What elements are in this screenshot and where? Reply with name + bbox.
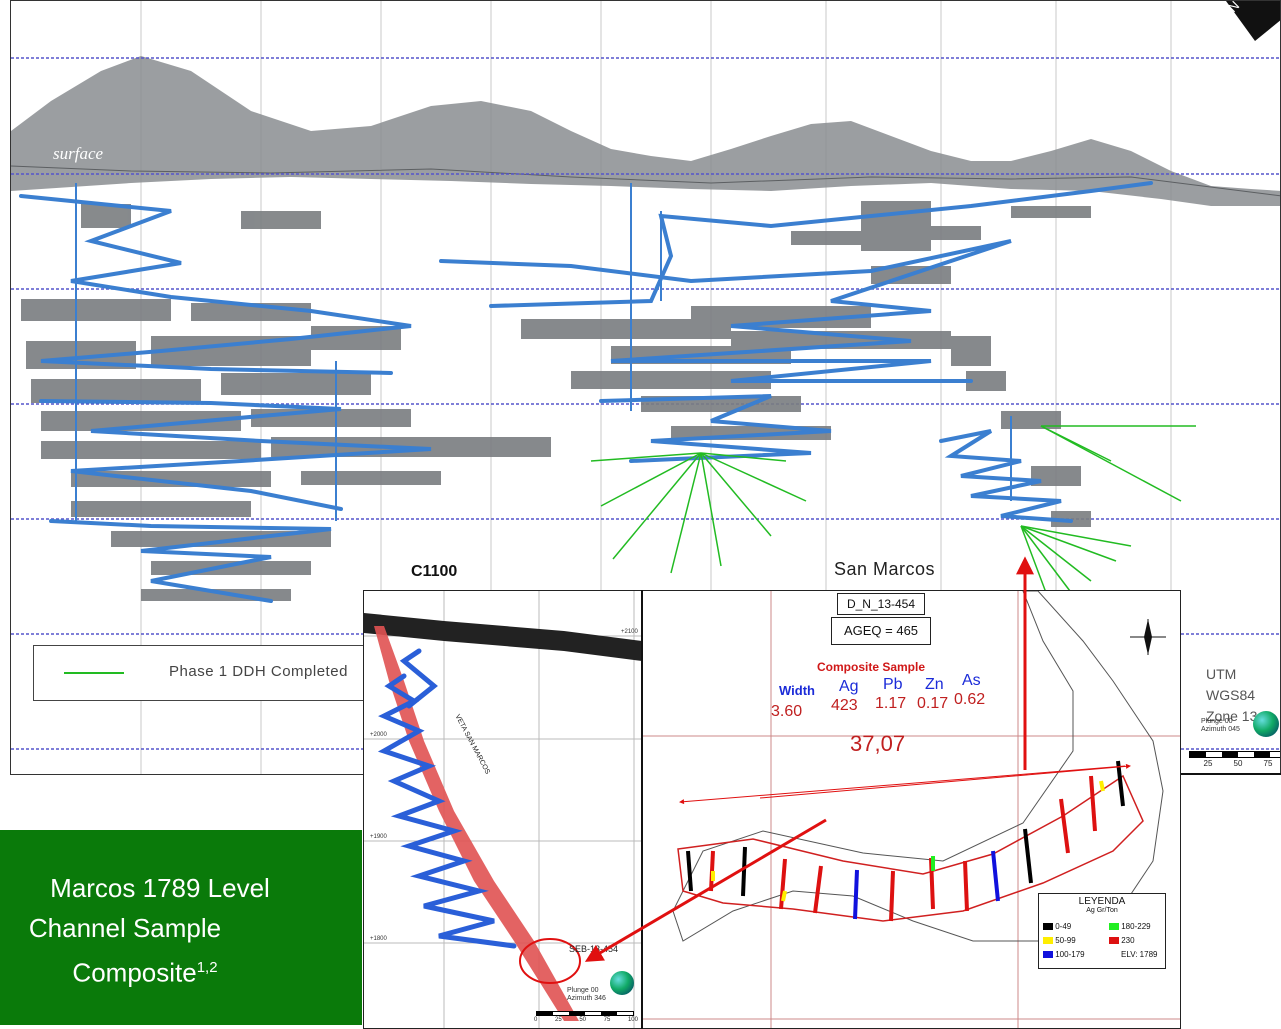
- legend-item-100-179: 100-179: [1043, 950, 1085, 959]
- header-ag: Ag: [839, 678, 859, 695]
- hole-label: SEB-13-454: [569, 944, 619, 954]
- legend-item-180-229: 180-229: [1109, 922, 1151, 931]
- main-plunge-info: Plunge 00 Azimuth 045: [1201, 718, 1240, 734]
- left-inset-drawing: [364, 591, 642, 1028]
- inset-scale-bar: [536, 1011, 634, 1016]
- value-as: 0.62: [954, 691, 986, 708]
- elev-1800: +1800: [370, 936, 387, 942]
- inset-plunge-info: Plunge 00 Azimuth 346: [567, 987, 606, 1003]
- inset-globe-icon: [610, 971, 634, 995]
- legend-elevation: ELV: 1789: [1121, 950, 1158, 959]
- caption-line-1: Marcos 1789 Level: [50, 873, 270, 903]
- main-azimuth: Azimuth 045: [1201, 726, 1240, 733]
- composite-headers: Width Ag Pb Zn As: [779, 672, 1009, 700]
- composite-title: Composite Sample: [817, 660, 926, 674]
- vertical-divider: [641, 590, 643, 1029]
- site-label: San Marcos: [834, 559, 936, 579]
- main-scale-75: 75: [1263, 759, 1273, 768]
- value-pb: 1.17: [875, 695, 907, 712]
- inset-scale-0: 0: [534, 1017, 538, 1023]
- composite-values: 3.60 423 1.17 0.17 0.62: [771, 691, 1011, 720]
- header-as: As: [962, 672, 981, 689]
- legend-title: LEYENDA: [1078, 896, 1126, 907]
- north-arrow-icon: [1226, 1, 1280, 41]
- left-inset-section: VETA SAN MARCOS SEB-13-454 +2100 +2000 +…: [363, 590, 643, 1029]
- grade-legend: LEYENDA Ag Gr/Ton 0-49 180-229 50-99 230…: [1038, 893, 1166, 969]
- main-scale-50: 50: [1233, 759, 1243, 768]
- ddh-legend-swatch: [64, 672, 124, 674]
- header-zn: Zn: [925, 676, 944, 693]
- value-width: 3.60: [771, 703, 803, 720]
- main-plunge: Plunge 00: [1201, 718, 1233, 725]
- inset-scale-50: 50: [579, 1017, 586, 1023]
- ddh-fans: [590, 425, 1196, 607]
- header-width: Width: [779, 683, 815, 698]
- surface-label: surface: [53, 144, 104, 163]
- globe-icon: [1253, 711, 1279, 737]
- elev-2000: +2000: [370, 732, 387, 738]
- inset-azimuth: Azimuth 346: [567, 995, 606, 1002]
- caption-composite: Composite: [72, 957, 197, 988]
- vertical-raises: [75, 183, 1012, 521]
- ddh-legend: Phase 1 DDH Completed: [33, 645, 375, 701]
- main-scale-bar: [1189, 751, 1280, 758]
- value-zn: 0.17: [917, 695, 949, 712]
- header-pb: Pb: [883, 676, 903, 693]
- surface-topography: [11, 56, 1280, 206]
- distance-label: 37,07: [850, 731, 906, 756]
- green-caption-box: Marcos 1789 Level Channel Sample Composi…: [0, 830, 362, 1025]
- long-section-drawing: [11, 1, 1280, 774]
- legend-item-50-99: 50-99: [1043, 936, 1076, 945]
- inset-scale-75: 75: [603, 1017, 611, 1023]
- inset-scale-100: 100: [627, 1017, 638, 1023]
- legend-subtitle: Ag Gr/Ton: [1086, 907, 1118, 914]
- elev-1900: +1900: [370, 834, 387, 840]
- ageq-box: AGEQ = 465: [831, 617, 931, 645]
- underground-workings: [19, 181, 1153, 603]
- right-inset-plan: D_N_13-454 AGEQ = 465 Composite Sample W…: [642, 590, 1181, 1029]
- c1100-label: C1100: [411, 563, 458, 580]
- inset-scale-25: 25: [554, 1017, 562, 1023]
- ddh-legend-label: Phase 1 DDH Completed: [169, 663, 348, 680]
- elev-2100: +2100: [621, 629, 638, 635]
- caption-line-2: Channel Sample: [28, 913, 222, 943]
- main-scale-25: 25: [1203, 759, 1213, 768]
- inset-plunge: Plunge 00: [567, 987, 599, 994]
- hole-id-box: D_N_13-454: [837, 593, 925, 615]
- caption-superscript: 1,2: [196, 959, 218, 976]
- main-scale-labels: 25 50 75: [1193, 759, 1280, 768]
- legend-item-230: 230: [1109, 936, 1135, 945]
- inset-scale-labels: 0 25 50 75 100: [534, 1017, 638, 1023]
- compass-rose-icon: [1130, 619, 1166, 655]
- value-ag: 423: [831, 697, 858, 714]
- caption-line-3: Composite1,2: [30, 952, 260, 989]
- legend-item-0-49: 0-49: [1043, 922, 1071, 931]
- utm-datum: UTM WGS84: [1206, 666, 1256, 703]
